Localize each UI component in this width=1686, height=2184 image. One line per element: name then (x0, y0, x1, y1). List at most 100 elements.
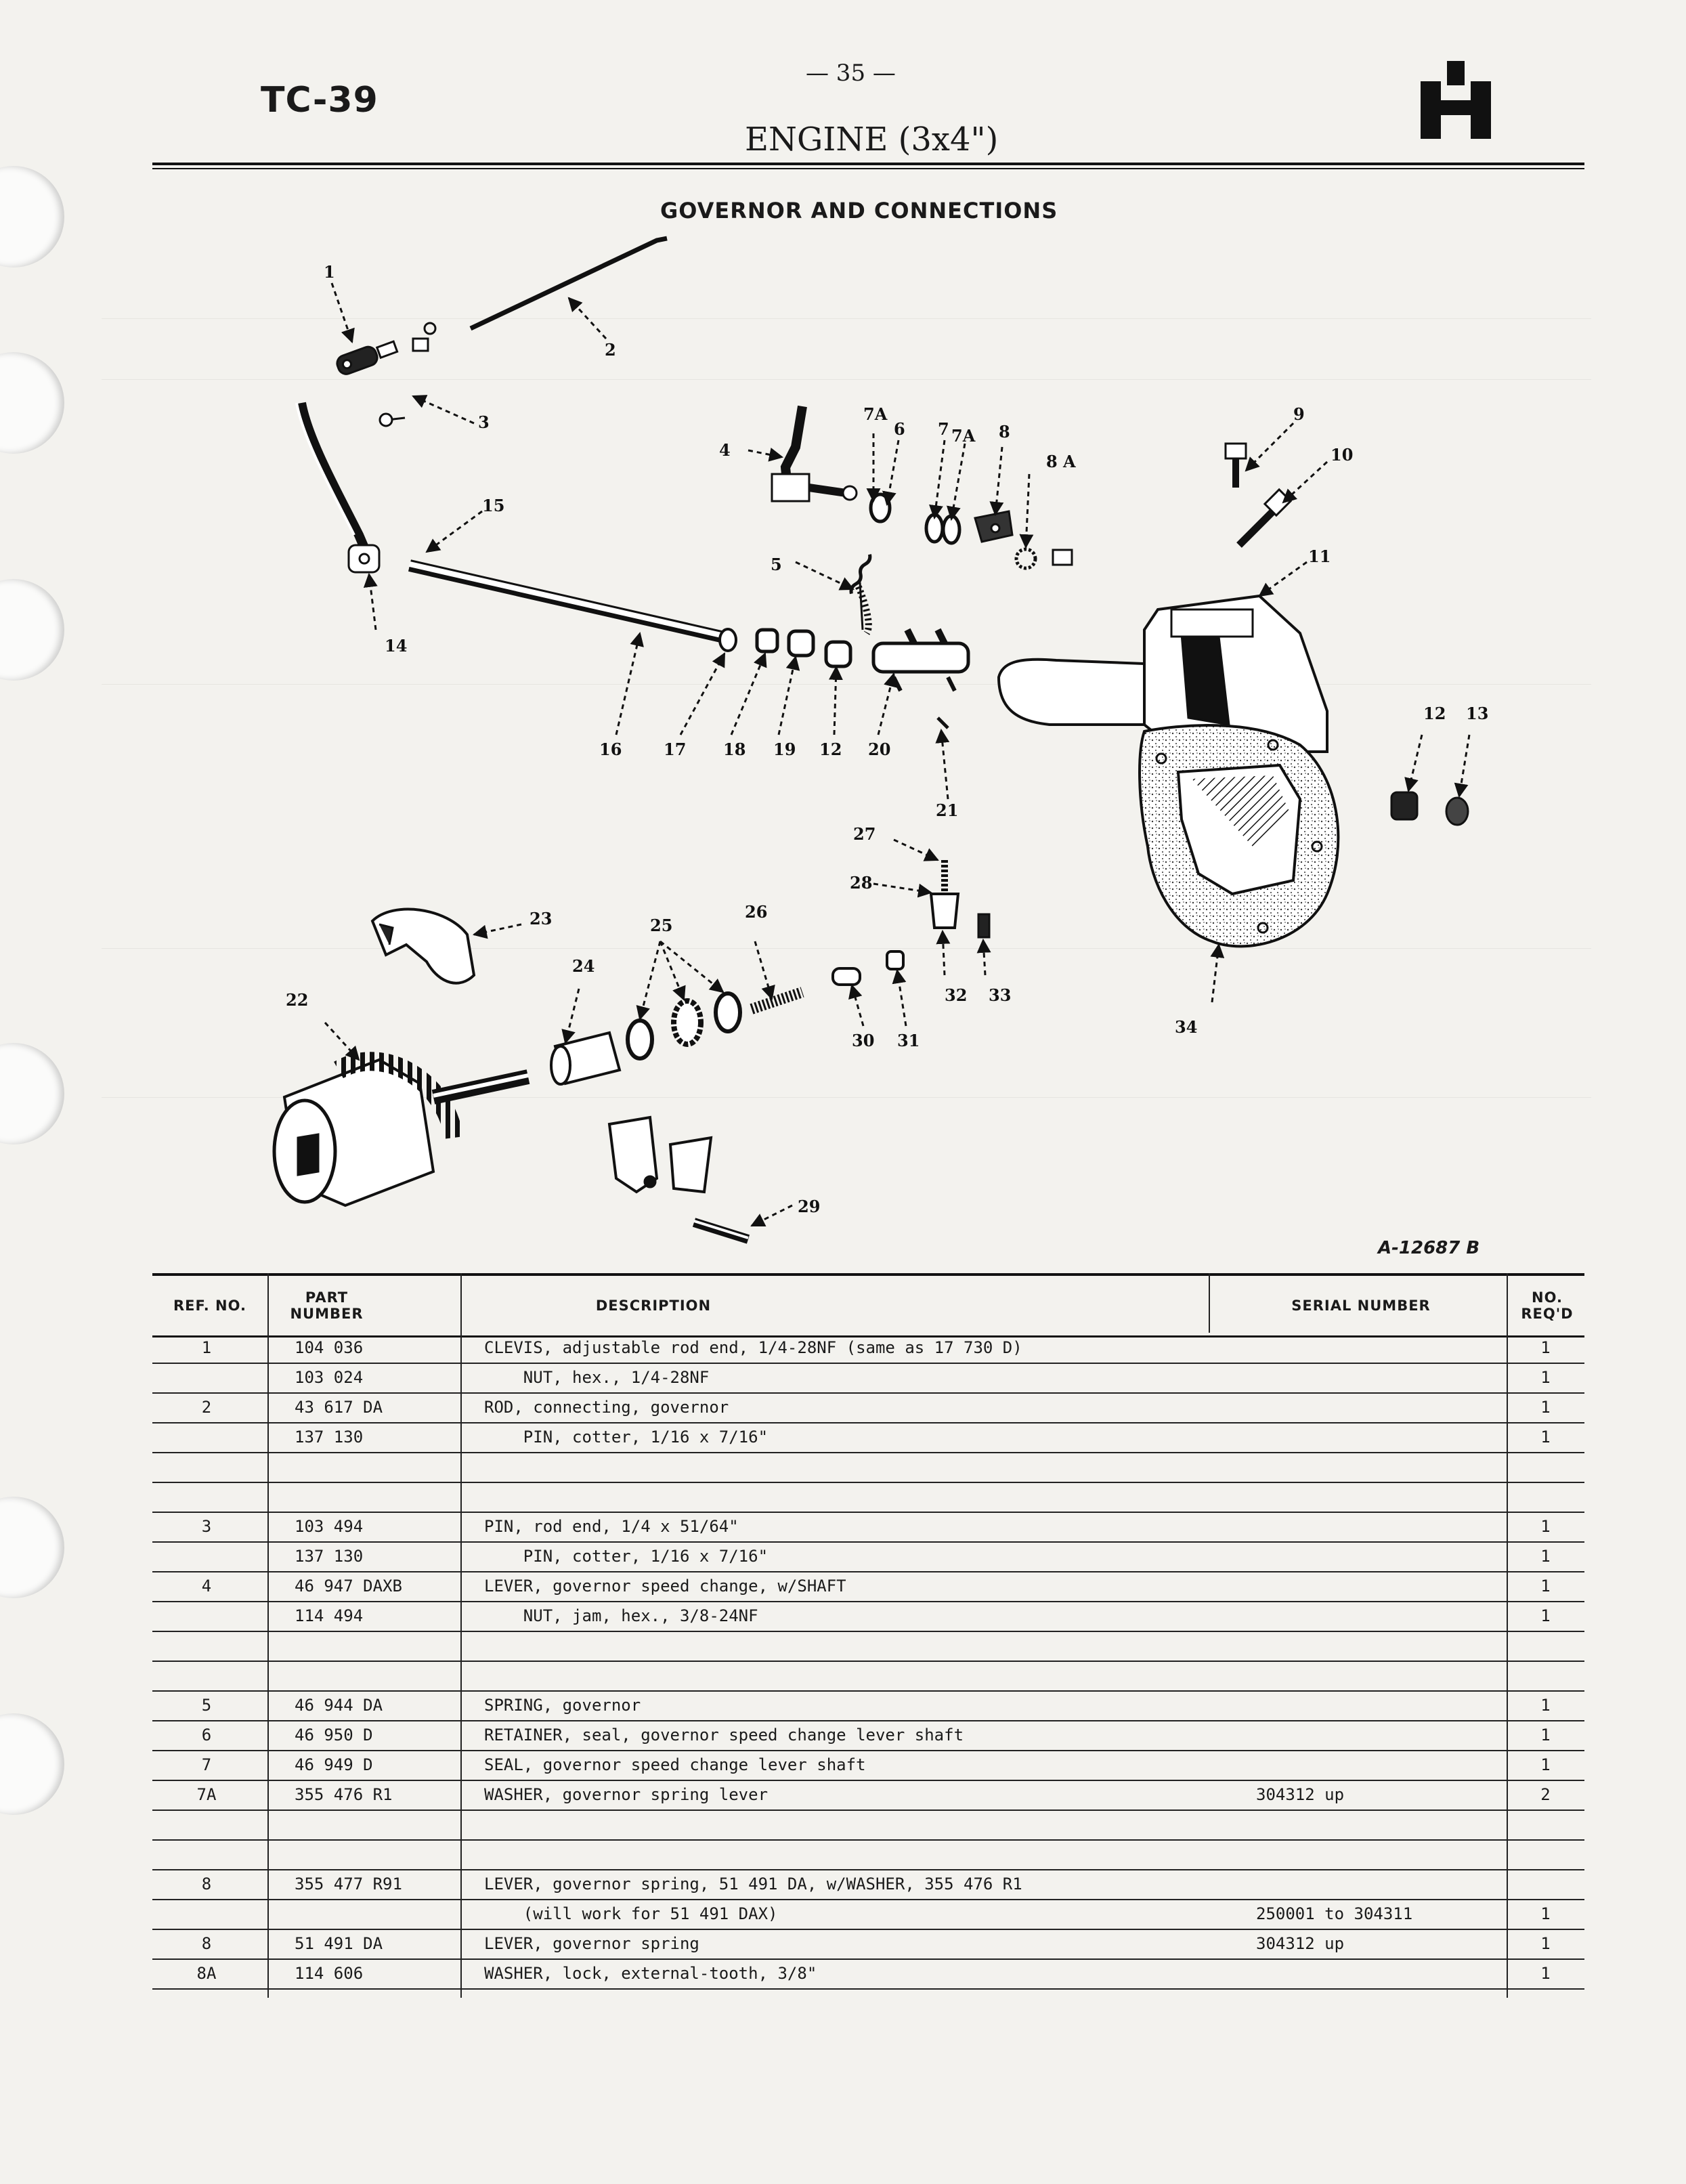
bleed-through-line (102, 379, 1591, 380)
diagram-title: GOVERNOR AND CONNECTIONS (660, 198, 1058, 223)
cell-description: WASHER, governor spring lever (484, 1785, 769, 1804)
cell-serial-number (1249, 1482, 1662, 1512)
callout-label: 32 (945, 985, 967, 1005)
callout-label: 4 (719, 440, 731, 460)
cell-serial-number (1249, 1750, 1662, 1780)
table-row: 137 130 PIN, cotter, 1/16 x 7/16"1 (152, 1541, 1584, 1572)
cell-part-number: 46 947 DAXB (295, 1577, 402, 1596)
cell-serial-number (1249, 1661, 1662, 1690)
callout-label: 9 (1293, 404, 1305, 424)
callout-label: 29 (798, 1197, 820, 1216)
cell-qty: 1 (1540, 1606, 1551, 1625)
cell-ref-no (152, 1422, 261, 1452)
ih-logo (1421, 61, 1491, 139)
cell-part-number (274, 1899, 471, 1929)
cell-part-number: 104 036 (295, 1338, 364, 1357)
cell-serial-number (1249, 1333, 1662, 1363)
cell-qty: 1 (1540, 1964, 1551, 1983)
bleed-through-line (102, 684, 1591, 685)
callout-label: 28 (850, 873, 872, 893)
cell-ref-no (152, 1810, 261, 1839)
cell-ref-no (152, 1601, 261, 1631)
cell-serial-number (1249, 1541, 1662, 1571)
cell-ref-no: 7 (201, 1755, 212, 1774)
cell-qty (1507, 1631, 1584, 1661)
callout-label: 12 (819, 740, 842, 759)
cell-serial-number (1249, 1958, 1662, 1988)
cell-part-number: 114 606 (295, 1964, 364, 1983)
cell-qty: 1 (1540, 1755, 1551, 1774)
cell-part-number (274, 1631, 471, 1661)
cell-qty (1507, 1839, 1584, 1869)
callout-label: 22 (286, 990, 308, 1010)
callout-label: 25 (650, 916, 672, 935)
cell-ref-no: 6 (201, 1726, 212, 1744)
table-row (152, 1810, 1584, 1841)
cell-serial-number (1249, 1422, 1662, 1452)
cell-qty (1507, 1661, 1584, 1690)
callout-label: 15 (482, 496, 504, 515)
cell-qty: 1 (1540, 1934, 1551, 1953)
column-divider (460, 1273, 462, 1998)
callout-label: 30 (852, 1031, 874, 1050)
cell-description: PIN, cotter, 1/16 x 7/16" (484, 1547, 769, 1566)
callout-label: 19 (773, 740, 796, 759)
cell-qty: 1 (1540, 1726, 1551, 1744)
cell-description (477, 1452, 1364, 1482)
callout-label: 21 (936, 800, 958, 820)
cell-ref-no (152, 1541, 261, 1571)
cell-serial-number (1249, 1720, 1662, 1750)
cell-part-number (274, 1482, 471, 1512)
cell-ref-no (152, 1482, 261, 1512)
cell-part-number (274, 1810, 471, 1839)
cell-serial-number (1249, 1392, 1662, 1422)
callout-label: 3 (478, 412, 490, 432)
column-divider (1507, 1273, 1508, 1998)
table-header: REF. NO. PART NUMBER DESCRIPTION SERIAL … (152, 1273, 1584, 1337)
callout-label: 13 (1466, 704, 1488, 723)
cell-serial-number: 304312 up (1256, 1785, 1345, 1804)
cell-part-number: 51 491 DA (295, 1934, 383, 1953)
cell-qty: 1 (1540, 1517, 1551, 1536)
cell-description: LEVER, governor spring (484, 1934, 699, 1953)
callout-label: 8 (999, 422, 1010, 442)
header-ref-no: REF. NO. (173, 1297, 246, 1314)
cell-ref-no (152, 1363, 261, 1392)
cell-part-number: 355 477 R91 (295, 1875, 402, 1893)
callout-label: 24 (572, 956, 595, 976)
cell-serial-number (1249, 1869, 1662, 1899)
section-title: ENGINE (3x4") (745, 121, 999, 158)
cell-ref-no: 1 (201, 1338, 212, 1357)
callout-label: 16 (599, 740, 622, 759)
cell-part-number: 103 494 (295, 1517, 364, 1536)
cell-qty: 1 (1540, 1398, 1551, 1417)
column-divider (267, 1273, 269, 1998)
callout-label: 6 (894, 419, 905, 439)
cell-ref-no: 2 (201, 1398, 212, 1417)
cell-ref-no: 4 (201, 1577, 212, 1596)
callout-label: 10 (1331, 445, 1353, 465)
cell-description: (will work for 51 491 DAX) (484, 1904, 778, 1923)
callout-label: 8 A (1046, 452, 1076, 471)
cell-serial-number (1249, 1810, 1662, 1839)
bleed-through-line (102, 948, 1591, 949)
cell-part-number: 43 617 DA (295, 1398, 383, 1417)
callout-label: 34 (1175, 1017, 1197, 1037)
cell-description (477, 1482, 1364, 1512)
cell-description (477, 1810, 1364, 1839)
cell-qty (1507, 1482, 1584, 1512)
callout-label: 14 (385, 636, 407, 656)
cell-description: PIN, cotter, 1/16 x 7/16" (484, 1428, 769, 1447)
cell-serial-number (1249, 1452, 1662, 1482)
callout-label: 11 (1308, 547, 1331, 566)
cell-description: SEAL, governor speed change lever shaft (484, 1755, 866, 1774)
